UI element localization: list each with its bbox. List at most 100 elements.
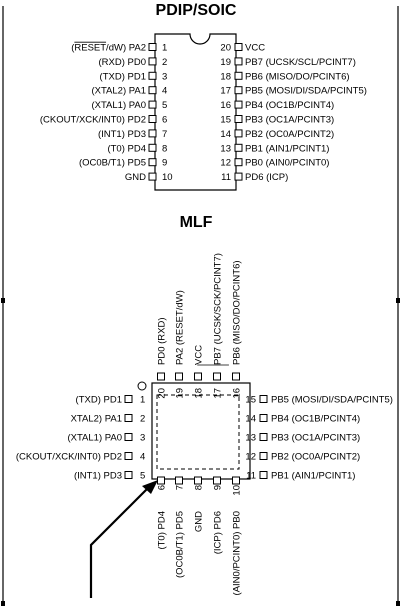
pin-label: (INT1) PD3 — [98, 129, 146, 140]
pin-number: 7 — [162, 129, 167, 140]
pin-pad — [234, 158, 243, 167]
frame-corner-marker — [396, 601, 400, 606]
pin-number: 3 — [140, 433, 145, 444]
pin-pad — [234, 71, 243, 80]
pin-label: PB7 (UCSK/SCK/PCINT7) — [213, 253, 224, 365]
pin-label: (INT1) PD3 — [74, 471, 122, 482]
pin-number: 13 — [220, 143, 231, 154]
pin-number: 8 — [162, 143, 167, 154]
pin-number: 10 — [232, 485, 243, 496]
pin-pad — [234, 115, 243, 123]
pin-number: 16 — [220, 100, 231, 111]
pin-number: 6 — [162, 115, 167, 126]
pin-label: PD0 (RXD) — [157, 317, 168, 365]
frame-corner-marker — [1, 601, 5, 606]
pin-pad — [148, 158, 157, 167]
pin-number: 2 — [140, 414, 145, 425]
pin-pad — [234, 43, 243, 51]
pin-label: PB1 (AIN1/PCINT1) — [271, 471, 355, 482]
pin-pad — [148, 43, 157, 51]
pin-number: 18 — [220, 71, 231, 82]
pin-label: (RESET/dW) PA2 — [71, 43, 146, 54]
pin-number: 4 — [162, 86, 167, 97]
pin-number: 5 — [140, 471, 145, 482]
pin-pad — [124, 433, 133, 441]
pin-label: (TXD) PD1 — [100, 71, 146, 82]
pin-label: (XTAL1) PA0 — [67, 433, 122, 444]
frame-corner-marker — [1, 298, 5, 303]
pin-number: 5 — [162, 100, 167, 111]
pin-number: 14 — [245, 414, 256, 425]
pin-number: 13 — [245, 433, 256, 444]
pin-label: (ICP) PD6 — [213, 511, 224, 554]
pin-number: 12 — [220, 158, 231, 169]
pin-pad — [259, 471, 268, 479]
pin-label: (OC0B/T1) PD5 — [175, 511, 186, 578]
pin-label: PB2 (OC0A/PCINT2) — [271, 452, 360, 463]
pin-label: (CKOUT/XCK/INT0) PD2 — [16, 452, 122, 463]
pin-label: GND — [125, 172, 146, 183]
pin-label: PB7 (UCSK/SCL/PCINT7) — [245, 57, 356, 68]
pin-number: 12 — [245, 452, 256, 463]
pin-number: 10 — [162, 172, 173, 183]
pin-pad — [234, 143, 243, 152]
pin-pad — [259, 452, 268, 460]
pin-pad — [175, 476, 183, 485]
pin-pad — [175, 372, 183, 381]
pin-number: 18 — [194, 388, 205, 399]
pin-label: PB4 (OC1B/PCINT4) — [245, 100, 334, 111]
pin-label: PB3 (OC1A/PCINT3) — [271, 433, 360, 444]
pin-label: PB6 (MISO/DO/PCINT6) — [245, 71, 350, 82]
pin-pad — [124, 414, 133, 422]
pin-number: 20 — [220, 43, 231, 54]
frame-corner-marker — [396, 298, 400, 303]
pin-label: XTAL2) PA1 — [71, 414, 122, 425]
pin-number: 16 — [232, 388, 243, 399]
pin-pad — [148, 129, 157, 138]
pin-label: GND — [194, 511, 205, 532]
pin-number: 19 — [175, 388, 186, 399]
pin-label: PB2 (OC0A/PCINT2) — [245, 129, 334, 140]
pin-pad — [234, 172, 243, 181]
pin-label: (XTAL1) PA0 — [91, 100, 146, 111]
pin-pad — [234, 100, 243, 109]
pin-pad — [148, 115, 157, 123]
pin-label: PA2 (RESET/dW) — [175, 290, 186, 365]
pin-label: (TXD) PD1 — [76, 395, 122, 406]
pin-number: 19 — [220, 57, 231, 68]
pin-label: VCC — [194, 345, 205, 365]
pin-number: 9 — [162, 158, 167, 169]
mlf-title: MLF — [180, 214, 213, 231]
mlf-exposed-pad — [156, 394, 240, 470]
pin-pad — [148, 143, 157, 152]
pin-pad — [234, 57, 243, 66]
exposed-pad-pointer-arrow — [89, 487, 149, 598]
pin-number: 11 — [221, 172, 231, 183]
pin-number: 1 — [162, 43, 167, 54]
pin-pad — [124, 471, 133, 479]
pin-number: 1 — [140, 395, 145, 406]
pin-number: 9 — [213, 485, 224, 490]
pin-number: 17 — [220, 86, 231, 97]
pin-pad — [157, 372, 165, 381]
pin-pad — [148, 57, 157, 66]
pin-number: 7 — [175, 485, 186, 490]
pin-number: 20 — [157, 388, 168, 399]
pin-pad — [232, 476, 240, 485]
pin-label: PB5 (MOSI/DI/SDA/PCINT5) — [271, 395, 393, 406]
pin-pad — [234, 86, 243, 95]
pin-label: (XTAL2) PA1 — [91, 86, 146, 97]
pin-label: (T0) PD4 — [157, 511, 168, 550]
pin-label: (AIN0/PCINT0) PB0 — [232, 511, 243, 595]
pin-pad — [148, 86, 157, 95]
pin-pad — [148, 71, 157, 80]
mlf-pin1-marker — [137, 381, 147, 391]
pin-number: 11 — [246, 471, 256, 482]
pin-pad — [194, 476, 202, 485]
pin-pad — [234, 129, 243, 138]
pin-label: PB6 (MISO/DO/PCINT6) — [232, 260, 243, 365]
pin-pad — [148, 100, 157, 109]
pin-number: 15 — [220, 115, 231, 126]
